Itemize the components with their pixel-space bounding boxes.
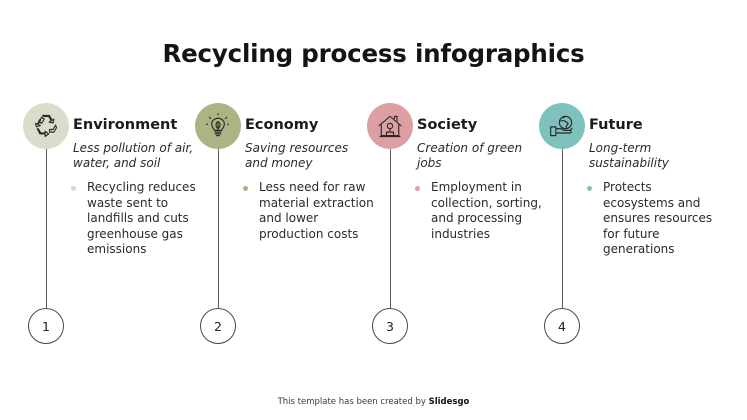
- connector-line: [389, 146, 391, 308]
- step-description: Less need for raw material extraction an…: [259, 180, 374, 241]
- step-description: Recycling reduces waste sent to landfill…: [87, 180, 196, 256]
- bullet-dot: [415, 186, 420, 191]
- step-description: Protects ecosystems and ensures resource…: [603, 180, 713, 256]
- step-number: 3: [372, 308, 408, 344]
- step-heading: Economy: [245, 117, 319, 133]
- recycle-icon: [34, 114, 58, 138]
- step-heading: Society: [417, 117, 478, 133]
- footer-brand-link[interactable]: Slidesgo: [428, 397, 470, 407]
- icon-circle: [195, 103, 241, 149]
- footer-credit: This template has been created by Slides…: [0, 397, 747, 407]
- bullet-dot: [243, 186, 248, 191]
- step-subtitle: Saving resources and money: [245, 141, 349, 170]
- step-subtitle: Less pollution of air, water, and soil: [73, 141, 194, 170]
- step-heading: Future: [589, 117, 643, 133]
- connector-line: [217, 146, 219, 308]
- icon-circle: [23, 103, 69, 149]
- step-heading: Environment: [73, 117, 178, 133]
- house-icon: [378, 115, 402, 138]
- connector-line: [45, 146, 47, 308]
- step-number: 2: [200, 308, 236, 344]
- step-description: Employment in collection, sorting, and p…: [431, 180, 542, 241]
- step-subtitle: Creation of green jobs: [417, 141, 523, 170]
- hand-globe-icon: [550, 115, 573, 137]
- page-title: Recycling process infographics: [162, 39, 585, 68]
- connector-line: [561, 146, 563, 308]
- step-number: 4: [544, 308, 580, 344]
- step-number: 1: [28, 308, 64, 344]
- step-subtitle: Long-term sustainability: [589, 141, 669, 170]
- icon-circle: [539, 103, 585, 149]
- bullet-dot: [587, 186, 592, 191]
- bullet-dot: [71, 186, 76, 191]
- footer-text: This template has been created by: [277, 397, 429, 407]
- lightbulb-leaf-icon: [206, 113, 230, 137]
- icon-circle: [367, 103, 413, 149]
